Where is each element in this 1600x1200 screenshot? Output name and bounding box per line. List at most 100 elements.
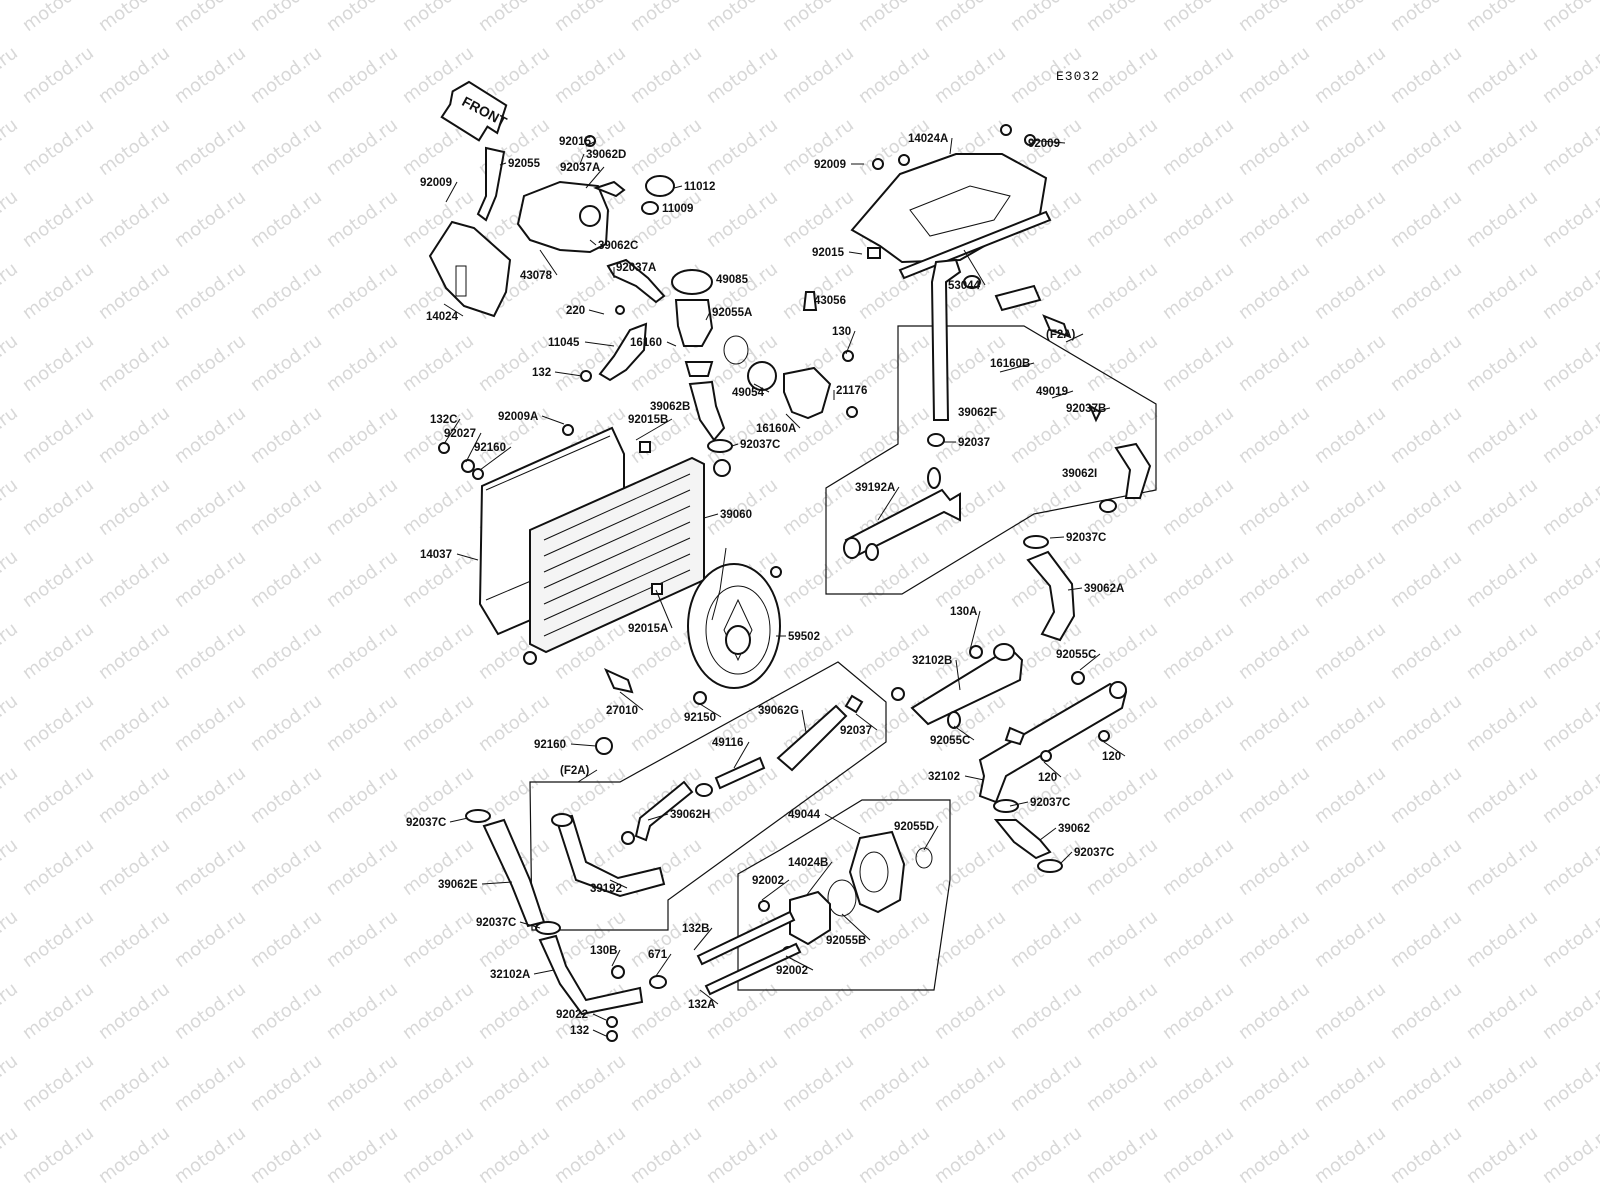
- watermark-text: motod.ru: [1311, 547, 1390, 613]
- hose-39062F: [930, 258, 962, 421]
- watermark-text: motod.ru: [1159, 1195, 1238, 1200]
- watermark-text: motod.ru: [1007, 0, 1086, 36]
- watermark-text: motod.ru: [1463, 547, 1542, 613]
- watermark-text: motod.ru: [1387, 331, 1466, 397]
- leader-line: [647, 813, 669, 821]
- watermark-text: motod.ru: [1311, 43, 1390, 109]
- watermark-text: motod.ru: [1159, 763, 1238, 829]
- watermark-text: motod.ru: [95, 907, 174, 973]
- watermark-text: motod.ru: [1083, 0, 1162, 36]
- part-label-27010: 27010: [606, 705, 638, 717]
- watermark-text: motod.ru: [1311, 1195, 1390, 1200]
- watermark-text: motod.ru: [703, 1051, 782, 1117]
- leader-line: [479, 446, 512, 471]
- watermark-text: motod.ru: [323, 331, 402, 397]
- watermark-text: motod.ru: [475, 1195, 554, 1200]
- leader-line: [533, 969, 555, 975]
- cap-11012: [645, 175, 675, 197]
- leader-line: [785, 955, 814, 971]
- watermark-text: motod.ru: [931, 835, 1010, 901]
- watermark-text: motod.ru: [1539, 835, 1600, 901]
- watermark-text: motod.ru: [323, 1051, 402, 1117]
- watermark-text: motod.ru: [475, 979, 554, 1045]
- leader-line: [693, 927, 713, 951]
- leader-line: [592, 1013, 607, 1021]
- watermark-text: motod.ru: [1463, 475, 1542, 541]
- watermark-text: motod.ru: [779, 0, 858, 36]
- watermark-text: motod.ru: [171, 835, 250, 901]
- watermark-text: motod.ru: [1463, 1051, 1542, 1117]
- watermark-text: motod.ru: [1387, 187, 1466, 253]
- part-label-14037: 14037: [420, 549, 452, 561]
- leader-line: [611, 949, 621, 967]
- watermark-text: motod.ru: [1463, 403, 1542, 469]
- watermark-text: motod.ru: [1463, 259, 1542, 325]
- watermark-text: motod.ru: [399, 1123, 478, 1189]
- watermark-text: motod.ru: [1235, 1123, 1314, 1189]
- watermark-text: motod.ru: [19, 1123, 98, 1189]
- watermark-text: motod.ru: [171, 115, 250, 181]
- leader-line: [1091, 407, 1111, 413]
- part-label-49054: 49054: [732, 387, 765, 399]
- watermark-text: motod.ru: [1463, 763, 1542, 829]
- watermark-text: motod.ru: [1311, 331, 1390, 397]
- watermark-text: motod.ru: [1539, 259, 1600, 325]
- watermark-text: motod.ru: [703, 1123, 782, 1189]
- watermark-text: motod.ru: [1083, 259, 1162, 325]
- leader-line: [554, 371, 583, 377]
- watermark-text: motod.ru: [703, 475, 782, 541]
- watermark-text: motod.ru: [0, 619, 22, 685]
- watermark-text: motod.ru: [1083, 331, 1162, 397]
- part-label-92037-mid: 92037: [840, 725, 872, 737]
- watermark-text: motod.ru: [0, 547, 22, 613]
- watermark-text: motod.ru: [1387, 43, 1466, 109]
- watermark-text: motod.ru: [19, 331, 98, 397]
- leader-line: [855, 713, 878, 731]
- hose-39062B: [688, 380, 726, 442]
- part-label-14024a: 14024A: [908, 133, 948, 145]
- part-label-39062b: 39062B: [650, 401, 690, 413]
- leader-line: [1059, 851, 1073, 865]
- watermark-text: motod.ru: [1387, 115, 1466, 181]
- watermark-text: motod.ru: [779, 475, 858, 541]
- watermark-text: motod.ru: [0, 1051, 22, 1117]
- watermark-text: motod.ru: [399, 907, 478, 973]
- watermark-text: motod.ru: [1387, 1123, 1466, 1189]
- watermark-text: motod.ru: [1387, 475, 1466, 541]
- watermark-text: motod.ru: [1311, 691, 1390, 757]
- watermark-text: motod.ru: [1235, 331, 1314, 397]
- watermark-text: motod.ru: [1235, 115, 1314, 181]
- watermark-text: motod.ru: [931, 1195, 1010, 1200]
- watermark-text: motod.ru: [323, 691, 402, 757]
- sensor-49116: [714, 756, 766, 790]
- pump-cover-14024B: [789, 890, 831, 946]
- watermark-text: motod.ru: [1387, 1051, 1466, 1117]
- part-label-92055a: 92055A: [712, 307, 752, 319]
- watermark-text: motod.ru: [171, 1195, 250, 1200]
- leader-line: [673, 185, 683, 189]
- watermark-text: motod.ru: [1007, 1195, 1086, 1200]
- pipe-32102A: [538, 934, 644, 1016]
- part-label-32102a: 32102A: [490, 969, 530, 981]
- watermark-text: motod.ru: [247, 403, 326, 469]
- watermark-text: motod.ru: [855, 979, 934, 1045]
- leader-line: [541, 415, 565, 425]
- leader-line: [923, 825, 939, 851]
- watermark-text: motod.ru: [779, 547, 858, 613]
- sensor-43056: [802, 291, 818, 311]
- f2a-right-parts: [843, 258, 1152, 561]
- part-label-39062g: 39062G: [758, 705, 799, 717]
- leader-line: [1103, 741, 1126, 757]
- part-label-f2a-left: (F2A): [560, 765, 590, 777]
- watermark-text: motod.ru: [1083, 763, 1162, 829]
- leader-line: [588, 309, 605, 315]
- part-label-14024: 14024: [426, 311, 459, 323]
- watermark-text: motod.ru: [1083, 115, 1162, 181]
- part-label-53044: 53044: [948, 280, 981, 292]
- leader-line: [655, 589, 673, 629]
- watermark-text: motod.ru: [1539, 475, 1600, 541]
- watermark-text: motod.ru: [1463, 835, 1542, 901]
- watermark-text: motod.ru: [171, 763, 250, 829]
